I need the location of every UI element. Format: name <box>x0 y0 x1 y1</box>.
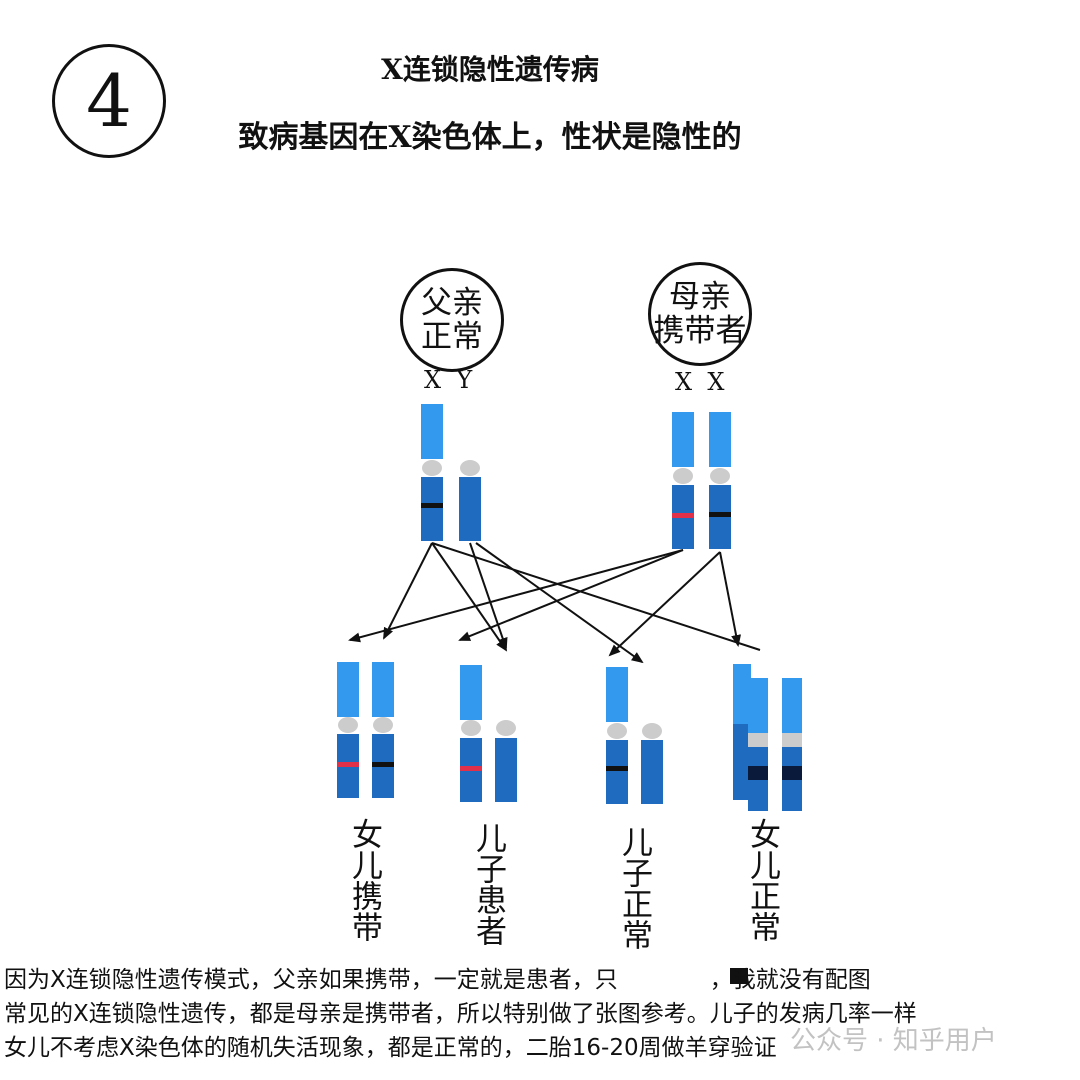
footer-line-1: 因为X连锁隐性遗传模式，父亲如果携带，一定就是患者，只 ，我就没有配图 <box>4 960 871 994</box>
arrow-father-x-to-daughter1 <box>383 542 433 640</box>
footer-line-2: 常见的X连锁隐性遗传，都是母亲是携带者，所以特别做了张图参考。儿子的发病几率一样 <box>4 1001 917 1027</box>
mother-x-chromosome-mutant <box>672 412 694 549</box>
step-number: 4 <box>86 59 132 143</box>
father-label-line2: 正常 <box>421 319 483 355</box>
diagram-subtitle: 致病基因在X染色体上，性状是隐性的 <box>238 120 742 155</box>
diagram-title: X连锁隐性遗传病 <box>381 53 599 86</box>
offspring-2-chromosomes <box>460 665 517 802</box>
redaction-mark <box>730 968 748 984</box>
mother-x-chromosome-normal <box>709 412 731 549</box>
arrow-mother-mutant-to-son1 <box>458 549 684 641</box>
arrow-father-y-to-son2 <box>475 542 644 664</box>
arrow-father-y-to-son1 <box>469 542 508 650</box>
watermark: 公众号 · 知乎用户 <box>790 1026 997 1056</box>
father-node: 父亲 正常 <box>400 268 504 372</box>
offspring-4-label: 女儿正常 <box>744 818 780 942</box>
arrow-mother-normal-to-daughter2 <box>719 551 742 647</box>
arrow-mother-normal-to-son2 <box>608 551 721 657</box>
mother-label-line2: 携带者 <box>653 313 747 349</box>
offspring-2-label: 儿子患者 <box>470 822 506 946</box>
arrow-father-x-to-daughter4 <box>431 542 508 652</box>
arrow-father-x-to-daughter2 <box>431 542 761 651</box>
footer-line-1-text: 因为X连锁隐性遗传模式，父亲如果携带，一定就是患者，只 <box>4 967 618 993</box>
mother-label-line1: 母亲 <box>669 279 731 315</box>
father-x-chromosome <box>421 404 443 541</box>
offspring-1-chromosomes <box>337 662 394 798</box>
father-label-line1: 父亲 <box>421 285 483 321</box>
offspring-3-chromosomes <box>606 667 663 804</box>
mother-genotype: X X <box>675 368 725 396</box>
footer-line-3: 女儿不考虑X染色体的随机失活现象，都是正常的，二胎16-20周做羊穿验证 <box>4 1035 777 1061</box>
mother-node: 母亲 携带者 <box>648 262 752 366</box>
offspring-4-chromosomes <box>733 664 802 811</box>
father-y-chromosome <box>459 460 481 541</box>
father-genotype: X Y <box>424 366 473 394</box>
step-number-badge: 4 <box>52 44 166 158</box>
arrow-mother-mutant-to-daughter1 <box>348 549 684 643</box>
offspring-1-label: 女儿携带 <box>346 818 382 942</box>
inheritance-arrows <box>348 542 761 664</box>
offspring-3-label: 儿子正常 <box>616 826 652 950</box>
footer-line-1-tail: ，我就没有配图 <box>709 967 871 993</box>
